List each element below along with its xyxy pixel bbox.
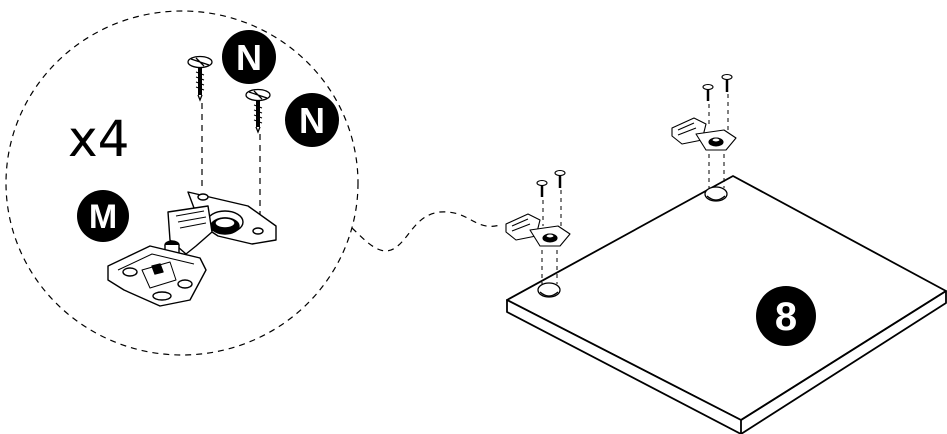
hinge-part-label: M [89,198,117,236]
screw-part-badge-2: N [285,93,339,147]
callout-connector [351,211,501,252]
hinge-icon [505,213,571,247]
screw-icon [721,73,733,92]
screw-part-label-1: N [236,37,262,78]
screw-part-label-2: N [299,100,325,141]
hinge-icon [671,117,737,151]
screw-icon [702,83,714,101]
panel-top-face [506,175,947,421]
hinge-icon [107,191,277,307]
screw-part-badge-1: N [222,30,276,84]
quantity-label: x4 [68,110,129,168]
panel-right-edge [740,290,947,434]
screw-icon [554,169,566,188]
hinge-assembly-left [505,169,571,284]
hinge-hole [704,186,728,202]
detail-circle [5,10,359,356]
detail-callout: x4 M N N [5,10,359,356]
hinge-assembly-right [671,73,737,188]
step-number-badge: 8 [756,286,816,346]
panel: 8 [506,175,947,434]
hinge-hole [537,282,561,298]
panel-front-edge [506,299,742,434]
screw-icon [245,88,271,134]
step-number: 8 [775,295,797,339]
screw-icon [187,55,213,102]
screw-icon [536,179,548,197]
hinge-part-badge: M [77,190,129,242]
